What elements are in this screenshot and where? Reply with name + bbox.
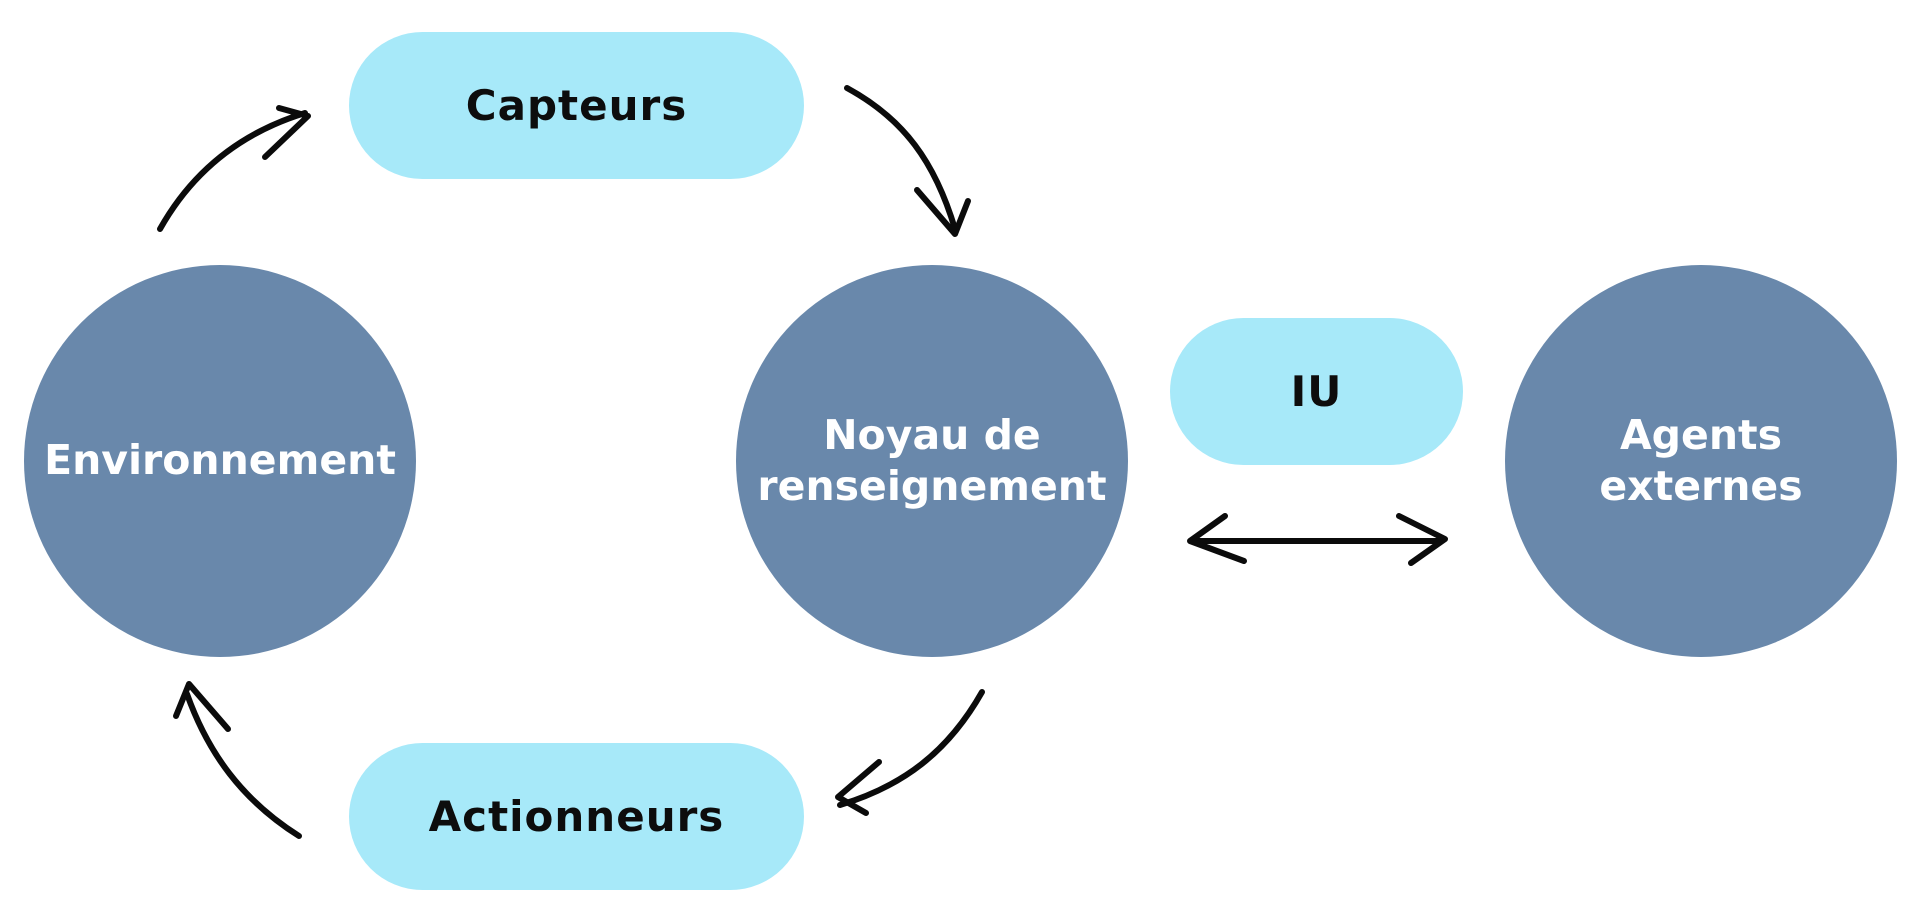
arrow-capteurs-to-noyau [844,85,971,237]
node-environnement-label: Environnement [44,436,396,485]
node-agents-externes: Agents externes [1505,265,1897,657]
node-environnement: Environnement [24,265,416,657]
node-actionneurs-label: Actionneurs [428,792,725,841]
node-iu: IU [1170,318,1463,465]
node-agents-label-line1: Agents [1619,410,1783,459]
arrow-noyau-agents-bidirectional [1187,513,1448,566]
node-noyau-de-renseignement: Noyau de renseignement [736,265,1128,657]
node-capteurs: Capteurs [349,32,804,179]
node-actionneurs: Actionneurs [349,743,804,890]
node-noyau-label-line1: Noyau de [823,410,1041,459]
node-capteurs-label: Capteurs [465,81,688,130]
arrow-environnement-to-capteurs [157,105,311,232]
arrow-actionneurs-to-environnement [173,681,302,839]
node-iu-label: IU [1290,367,1343,416]
arrow-noyau-to-actionneurs [835,689,985,816]
node-agents-label-line2: externes [1599,462,1803,510]
node-noyau-label-line2: renseignement [757,462,1107,510]
